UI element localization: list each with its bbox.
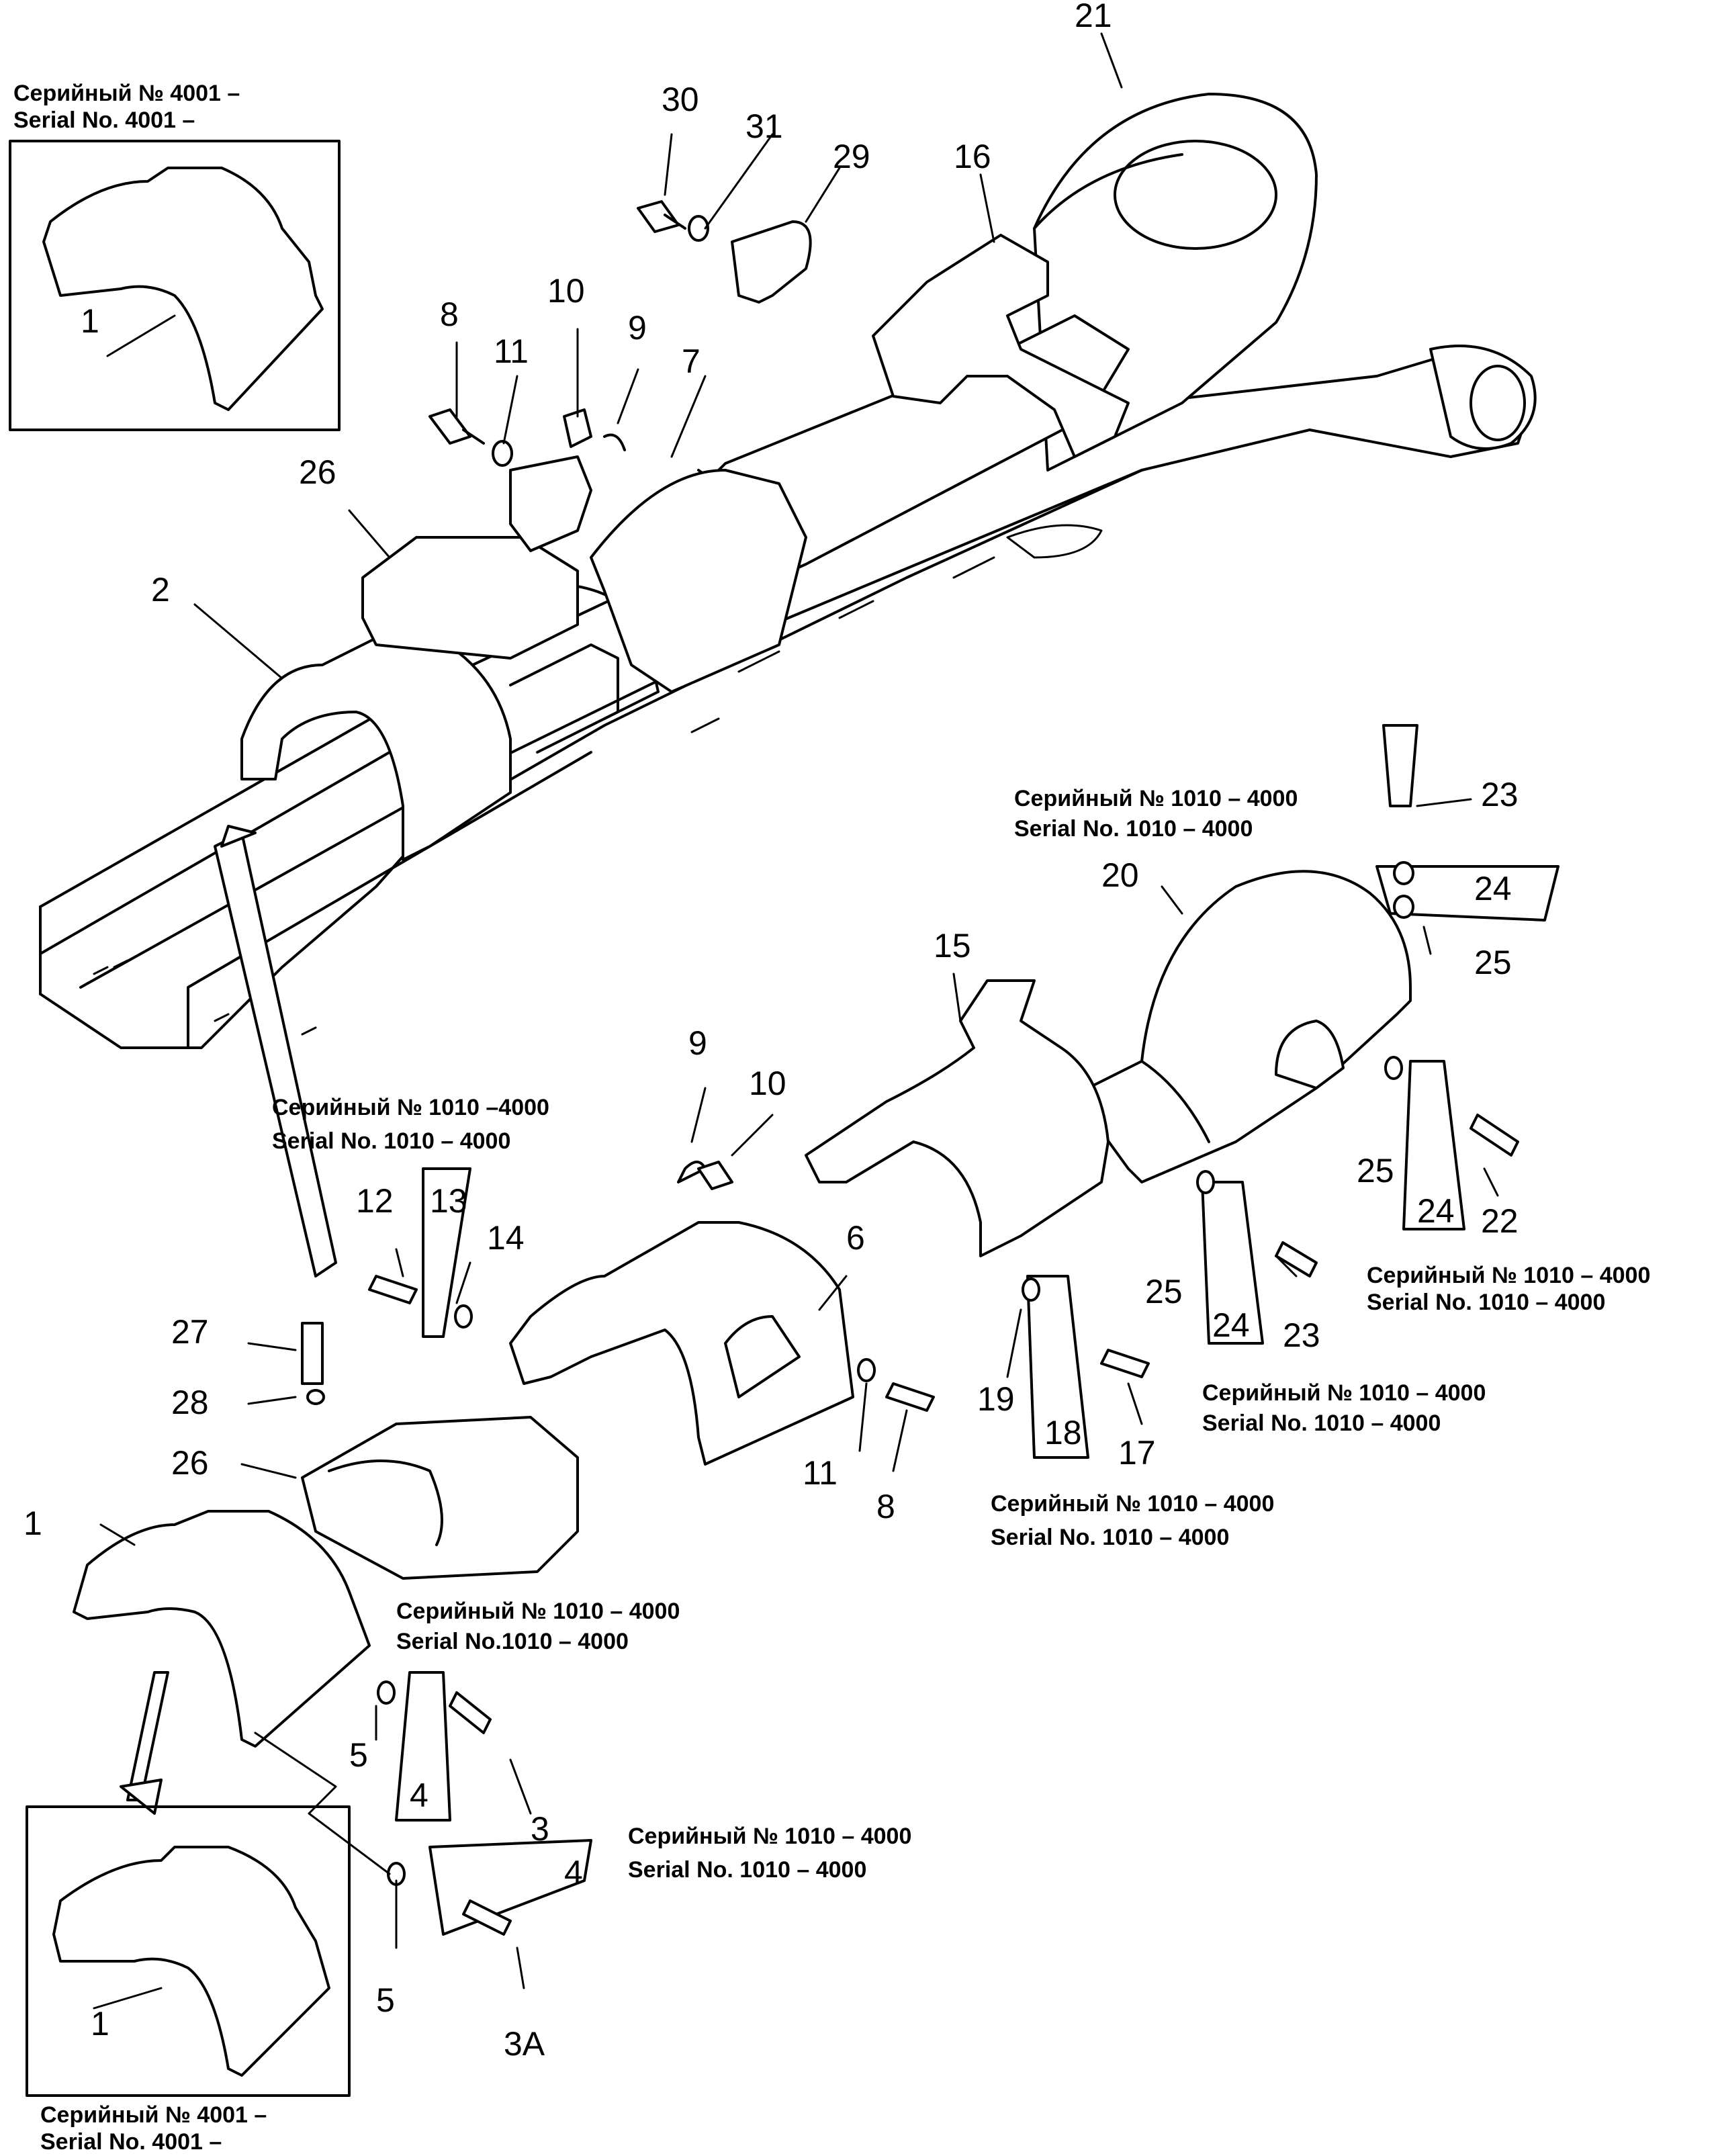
callout-10-mid: 10 [749,1065,786,1102]
callout-10-top: 10 [547,272,585,310]
callout-6: 6 [846,1219,865,1257]
callout-17: 17 [1118,1434,1156,1472]
serial-note-5-en: Serial No. 1010 – 4000 [1202,1410,1441,1436]
callout-numbers: 21 30 31 29 16 1 8 11 10 9 7 26 2 23 20 … [24,0,1519,2063]
callout-18: 18 [1044,1414,1082,1451]
callout-2: 2 [151,571,170,609]
callout-24-top: 24 [1474,870,1512,907]
callout-13: 13 [430,1182,467,1220]
callout-4-a: 4 [410,1777,428,1814]
inset-box-bottom [26,1805,351,2097]
callout-20: 20 [1101,856,1139,894]
callout-23-b: 23 [1283,1316,1320,1354]
serial-note-9-en: Serial No. 4001 – [40,2129,222,2155]
callout-9-top: 9 [628,309,647,347]
callout-11-top: 11 [494,332,529,370]
callout-28: 28 [171,1384,209,1421]
serial-note-1-ru: Серийный № 4001 – [13,81,240,106]
callout-30: 30 [662,81,699,118]
fastener-wedges [301,724,1559,1936]
callout-1-bot: 1 [24,1504,42,1542]
callout-3: 3 [531,1810,549,1848]
track-frame [39,93,1537,1049]
serial-note-3-ru: Серийный № 1010 –4000 [272,1095,549,1120]
serial-note-8-en: Serial No. 1010 – 4000 [628,1857,866,1883]
callout-8-top: 8 [440,296,459,333]
callout-31: 31 [745,107,783,145]
callout-14: 14 [487,1219,525,1257]
callout-29: 29 [833,138,870,175]
serial-note-7-en: Serial No. 1010 – 4000 [991,1525,1229,1550]
callout-22: 22 [1481,1202,1519,1240]
serial-note-2-en: Serial No. 1010 – 4000 [1014,816,1253,842]
leader-lines [93,32,1499,2010]
callout-23-top: 23 [1481,776,1519,813]
serial-notes: Серийный № 4001 – Serial No. 4001 – Сери… [13,81,1650,2155]
callout-5-a: 5 [349,1736,368,1774]
callout-19: 19 [977,1380,1015,1418]
serial-note-6-ru: Серийный № 1010 – 4000 [396,1599,680,1624]
callout-1-box: 1 [91,2005,109,2042]
callout-15: 15 [934,927,971,964]
serial-note-5-ru: Серийный № 1010 – 4000 [1202,1380,1486,1406]
callout-21: 21 [1075,0,1112,34]
callout-25-top: 25 [1474,944,1512,981]
callout-27: 27 [171,1313,209,1351]
callout-4-b: 4 [564,1854,583,1891]
callout-12: 12 [356,1182,394,1220]
top-fasteners [428,200,812,552]
serial-note-7-ru: Серийный № 1010 – 4000 [991,1491,1274,1517]
inset-box-top [9,140,341,431]
callout-5-b: 5 [376,1981,395,2019]
callout-24-a: 24 [1417,1192,1455,1230]
serial-note-4-en: Serial No. 1010 – 4000 [1367,1290,1605,1315]
callout-9-mid: 9 [688,1024,707,1062]
serial-note-6-en: Serial No.1010 – 4000 [396,1629,629,1654]
callout-26-bot: 26 [171,1444,209,1482]
callout-25-b: 25 [1145,1273,1183,1310]
serial-note-3-en: Serial No. 1010 – 4000 [272,1128,510,1154]
callout-7: 7 [682,343,700,380]
serial-note-9-ru: Серийный № 4001 – [40,2102,267,2128]
callout-26-top: 26 [299,453,336,491]
callout-24-b: 24 [1212,1306,1250,1344]
mid-parts [73,825,1412,1815]
callout-16: 16 [954,138,991,175]
callout-11-bot: 11 [803,1454,838,1492]
serial-note-4-ru: Серийный № 1010 – 4000 [1367,1263,1650,1288]
serial-note-1-en: Serial No. 4001 – [13,107,195,133]
callout-8-bot: 8 [876,1488,895,1525]
serial-note-8-ru: Серийный № 1010 – 4000 [628,1824,911,1849]
serial-note-2-ru: Серийный № 1010 – 4000 [1014,786,1298,811]
callout-1-top: 1 [81,302,99,340]
callout-3a: 3A [504,2025,545,2063]
callout-25-a: 25 [1357,1152,1394,1189]
